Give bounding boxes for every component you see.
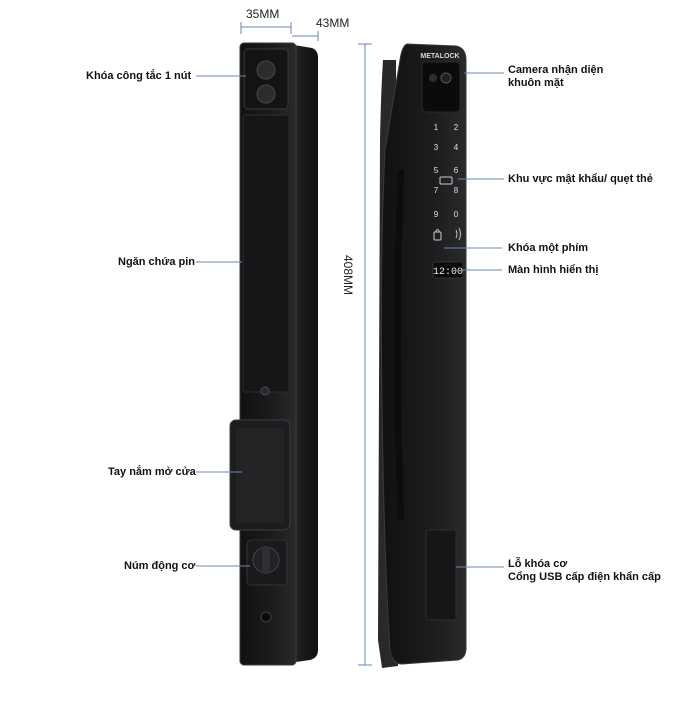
dimension-lines	[240, 22, 372, 666]
keypad-key-8[interactable]: 8	[454, 186, 459, 195]
keypad-key-3[interactable]: 3	[434, 143, 439, 152]
keypad-key-0[interactable]: 0	[454, 210, 459, 219]
interior-unit	[229, 42, 318, 666]
callout-switch-button: Khóa công tắc 1 nút	[86, 70, 192, 82]
keypad-key-2[interactable]: 2	[454, 123, 459, 132]
callout-camera-line2: khuôn mặt	[508, 77, 564, 89]
callout-keyhole: Lỗ khóa cơ Cổng USB cấp điện khẩn cấp	[508, 558, 661, 584]
keypad-key-5[interactable]: 5	[434, 166, 439, 175]
callout-camera-line1: Camera nhận diện	[508, 64, 604, 76]
keyhole-cover	[425, 529, 457, 621]
keypad-key-1[interactable]: 1	[434, 123, 439, 132]
callout-door-handle: Tay nắm mở cửa	[108, 466, 196, 478]
display-time: 12:00	[433, 267, 463, 278]
face-camera	[421, 61, 461, 113]
screw	[260, 386, 270, 396]
keypad-key-4[interactable]: 4	[454, 143, 459, 152]
one-touch-lock-icon	[433, 231, 442, 241]
callout-motor-knob: Núm động cơ	[124, 560, 196, 572]
card-reader-icon	[439, 176, 453, 185]
callout-keyhole-line2: Cổng USB cấp điện khẩn cấp	[508, 571, 661, 583]
camera-lens-right	[440, 72, 452, 84]
keypad: 1 2 3 4 5 6 7 8 9 0	[434, 123, 459, 219]
callout-keyhole-line1: Lỗ khóa cơ	[508, 558, 568, 570]
height-label: 408MM	[341, 255, 355, 296]
nfc-icon	[455, 227, 461, 241]
callout-one-touch-lock: Khóa một phím	[508, 242, 589, 254]
keypad-key-6[interactable]: 6	[454, 166, 459, 175]
side-width-label: 43MM	[316, 16, 350, 30]
front-width-label: 35MM	[246, 7, 280, 21]
switch-button-top	[256, 60, 276, 80]
bottom-hole	[260, 611, 272, 623]
callout-display: Màn hình hiển thị	[508, 264, 599, 276]
keypad-key-7[interactable]: 7	[434, 186, 439, 195]
callout-battery-compartment: Ngăn chứa pin	[118, 256, 196, 268]
camera-lens-left	[429, 74, 437, 82]
callout-camera: Camera nhận diện khuôn mặt	[508, 64, 603, 90]
switch-button-bottom	[256, 84, 276, 104]
callout-lines	[196, 72, 504, 568]
keypad-key-9[interactable]: 9	[434, 210, 439, 219]
battery-cover	[242, 114, 290, 393]
exterior-unit	[378, 43, 467, 668]
callout-keypad: Khu vực mật khẩu/ quẹt thẻ	[508, 173, 653, 185]
brand-logo-text: METALOCK	[420, 53, 459, 60]
